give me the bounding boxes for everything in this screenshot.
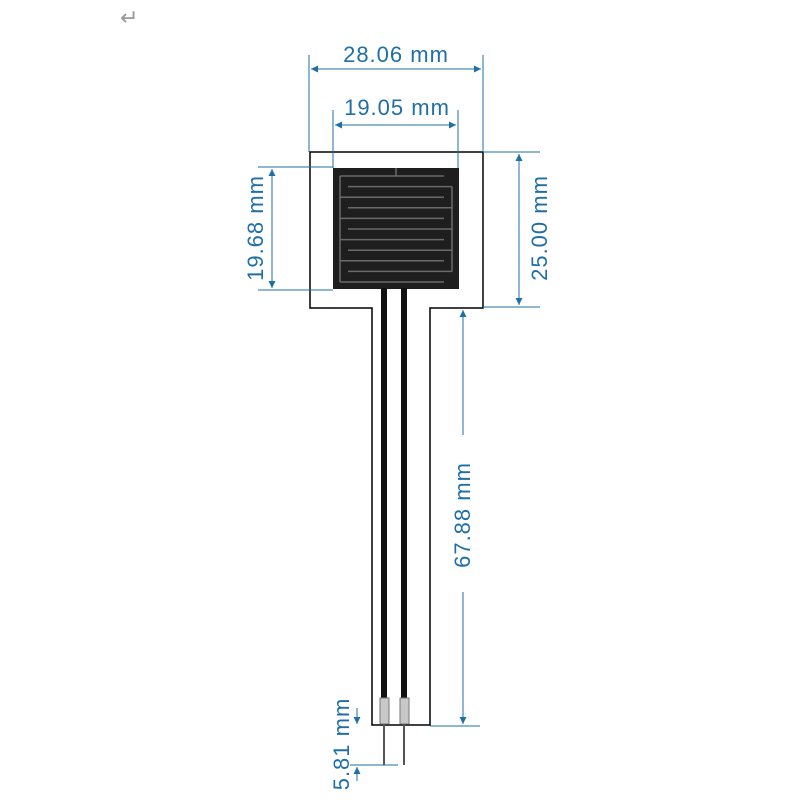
pin-length-label: 5.81 mm — [329, 698, 354, 791]
sensor-outline — [309, 151, 484, 726]
active-height-label: 19.68 mm — [243, 175, 268, 281]
trace-pattern — [339, 168, 453, 283]
tail-conductor-left — [381, 288, 387, 698]
tail-length-label: 67.88 mm — [450, 462, 475, 568]
active-width-label: 19.05 mm — [344, 95, 450, 120]
pin-pad-left — [379, 697, 390, 725]
pin-pad-right — [399, 697, 410, 725]
return-arrow-icon: ↵ — [120, 6, 139, 31]
overall-width-label: 28.06 mm — [343, 42, 449, 67]
interdigitated-traces — [339, 168, 453, 283]
head-height-label: 25.00 mm — [527, 175, 552, 281]
tail-conductor-right — [401, 288, 407, 698]
